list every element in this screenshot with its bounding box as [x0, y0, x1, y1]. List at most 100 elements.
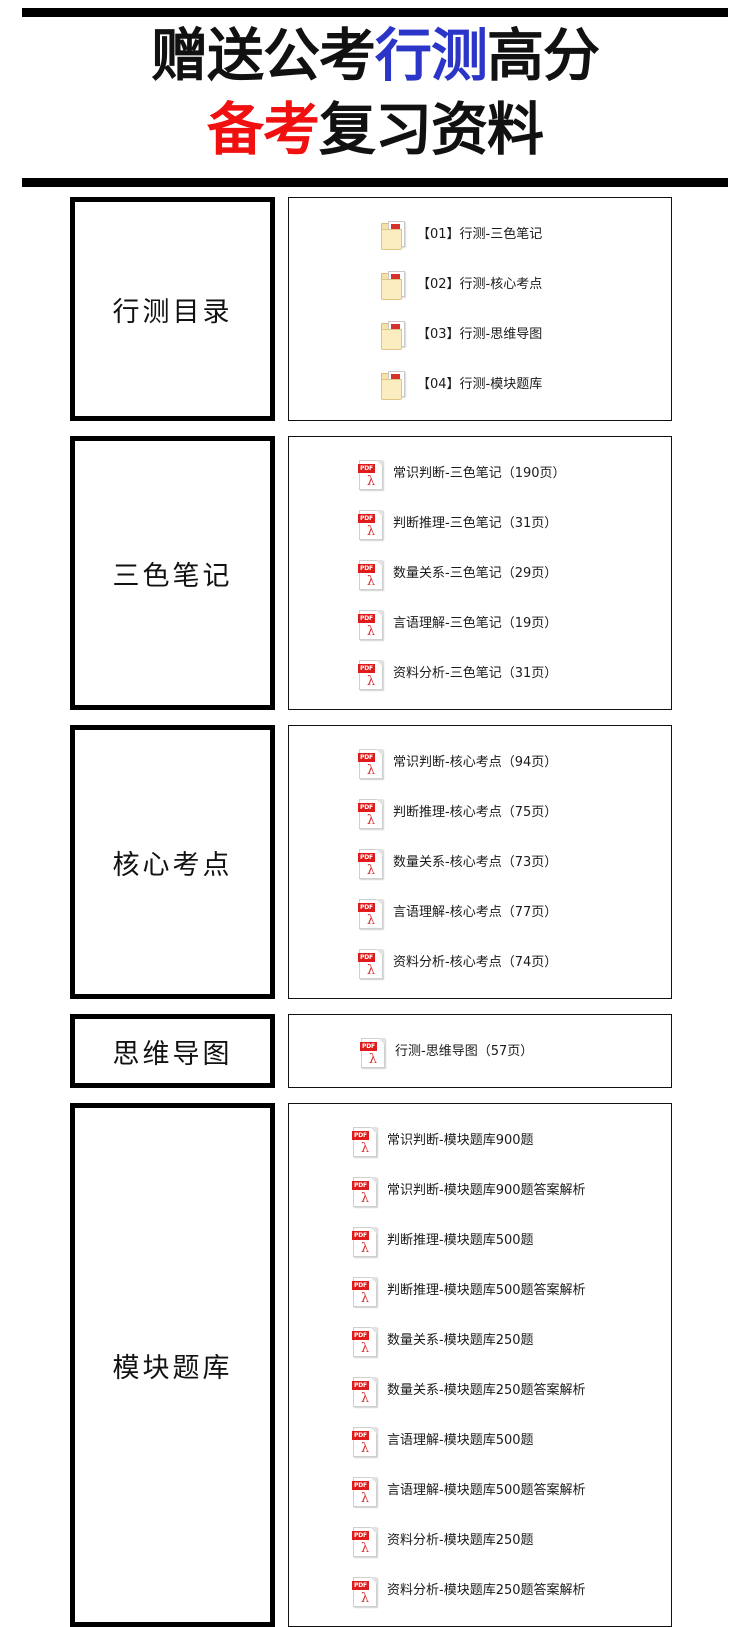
- title-seg-5: 复习资料: [319, 97, 544, 163]
- title-seg-2-highlight: 行测: [375, 23, 488, 89]
- file-name: 言语理解-三色笔记（19页）: [393, 616, 558, 631]
- file-row[interactable]: λ 【03】行测-思维导图: [289, 310, 671, 360]
- file-name: 判断推理-核心考点（75页）: [393, 805, 558, 820]
- file-name: 【01】行测-三色笔记: [417, 227, 543, 242]
- file-name: 判断推理-三色笔记（31页）: [393, 516, 558, 531]
- title-seg-4-highlight: 备考: [207, 97, 320, 163]
- file-name: 常识判断-模块题库900题: [387, 1133, 534, 1148]
- file-name: 行测-思维导图（57页）: [395, 1044, 534, 1059]
- section-1: 行测目录λ【01】行测-三色笔记λ【02】行测-核心考点λ【03】行测-思维导图…: [0, 197, 750, 421]
- page-title-line-1: 赠送公考行测高分: [0, 19, 750, 93]
- category-label: 思维导图: [112, 1038, 233, 1070]
- file-name: 数量关系-核心考点（73页）: [393, 855, 558, 870]
- file-name: 数量关系-模块题库250题: [387, 1333, 534, 1348]
- header-rule-top: [22, 8, 728, 17]
- file-name: 言语理解-核心考点（77页）: [393, 905, 558, 920]
- category-box: 行测目录: [70, 197, 275, 421]
- file-row[interactable]: λ 【01】行测-三色笔记: [289, 210, 671, 260]
- file-name: 常识判断-核心考点（94页）: [393, 755, 558, 770]
- file-name: 【04】行测-模块题库: [417, 377, 543, 392]
- file-name: 数量关系-三色笔记（29页）: [393, 566, 558, 581]
- file-name: 资料分析-核心考点（74页）: [393, 955, 558, 970]
- file-name: 常识判断-三色笔记（190页）: [393, 466, 566, 481]
- title-seg-1: 赠送公考: [151, 23, 376, 89]
- folder-icon: λ: [381, 319, 407, 351]
- page-title-line-2: 备考复习资料: [0, 93, 750, 167]
- file-name: 言语理解-模块题库500题答案解析: [387, 1483, 586, 1498]
- category-label: 核心考点: [112, 849, 233, 881]
- file-row[interactable]: λ【02】行测-核心考点: [289, 260, 671, 310]
- category-box: 三色笔记: [70, 436, 275, 710]
- file-list-box: λ【01】行测-三色笔记λ【02】行测-核心考点λ【03】行测-思维导图λ【04…: [288, 197, 672, 421]
- page-title: 赠送公考行测高分 备考复习资料: [0, 19, 750, 167]
- category-label: 行测目录: [112, 296, 233, 328]
- category-label: 模块题库: [112, 1352, 233, 1384]
- file-name: 常识判断-模块题库900题答案解析: [387, 1183, 586, 1198]
- folder-icon: λ: [381, 219, 407, 251]
- title-seg-3: 高分: [487, 23, 600, 89]
- file-row[interactable]: λ 【04】行测-模块题库: [289, 360, 671, 410]
- file-name: 言语理解-模块题库500题: [387, 1433, 534, 1448]
- category-label: 三色笔记: [112, 560, 233, 592]
- file-name: 资料分析-模块题库250题: [387, 1533, 534, 1548]
- header-banner: 赠送公考行测高分 备考复习资料: [0, 0, 750, 190]
- file-name: 判断推理-模块题库500题: [387, 1233, 534, 1248]
- file-name: 判断推理-模块题库500题答案解析: [387, 1283, 586, 1298]
- category-box: 模块题库: [70, 1103, 275, 1627]
- folder-icon: λ: [381, 269, 407, 301]
- file-name: 【03】行测-思维导图: [417, 327, 543, 342]
- folder-icon: λ: [381, 369, 407, 401]
- header-rule-bottom: [22, 178, 728, 187]
- file-list: λ【01】行测-三色笔记λ【02】行测-核心考点λ【03】行测-思维导图λ【04…: [289, 198, 671, 410]
- file-name: 资料分析-模块题库250题答案解析: [387, 1583, 586, 1598]
